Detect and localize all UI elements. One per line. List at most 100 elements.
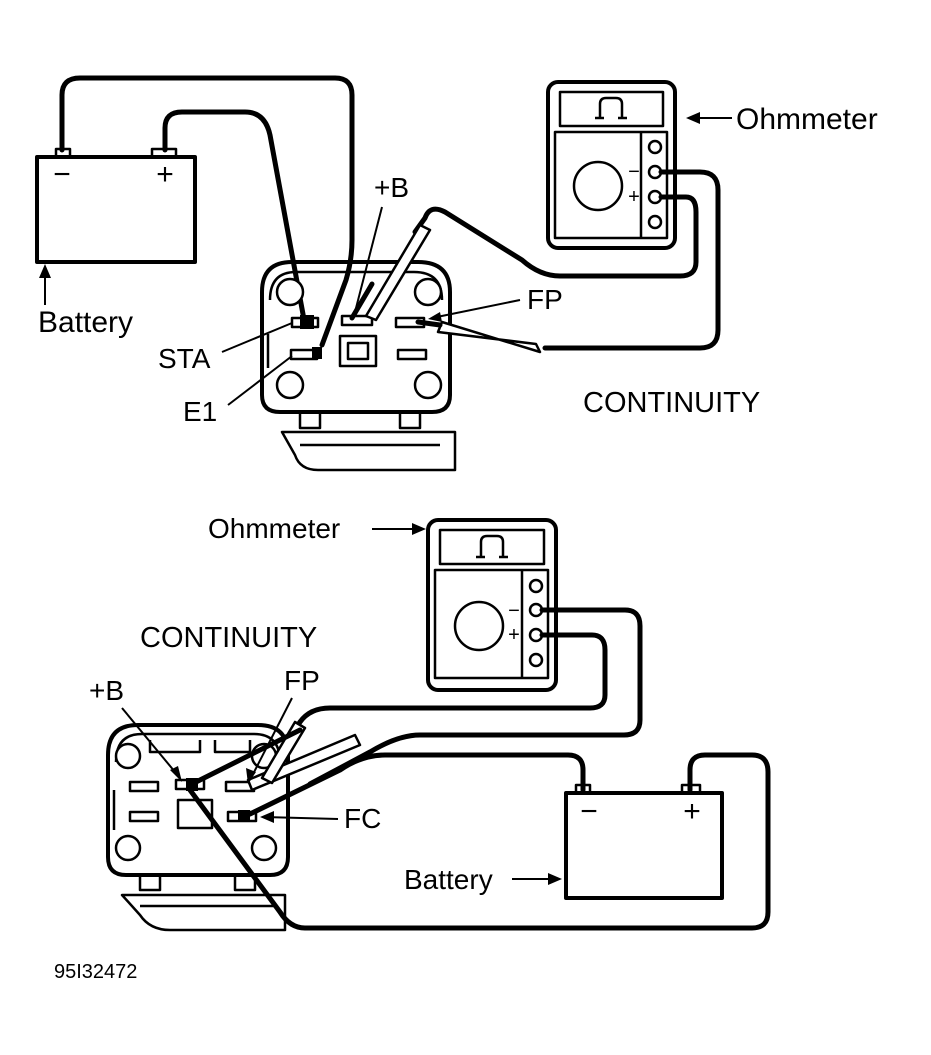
leader-fp: [431, 299, 521, 319]
figure-id: 95I32472: [54, 961, 137, 983]
ohmmeter-panel: [433, 568, 550, 680]
terminal-left-upper: [128, 780, 160, 793]
lead-meter-negative: [542, 169, 721, 351]
relay-body: [106, 723, 290, 877]
relay-feet: [298, 412, 422, 430]
probe-positive: [260, 720, 307, 785]
relay-top-ribs: [148, 740, 252, 754]
terminal-label-sta: STA: [158, 343, 211, 374]
probe-negative: [436, 320, 542, 354]
battery-body: [35, 155, 197, 264]
wire-battery-negative: [247, 752, 586, 817]
top-battery: − + Battery: [35, 147, 197, 339]
top-ohmmeter: − + Ohmmeter: [546, 80, 878, 250]
battery-plus-sign: +: [683, 795, 701, 828]
relay-center-key: [338, 334, 378, 368]
probe-positive: [364, 223, 432, 322]
ohmmeter-case: [546, 80, 677, 250]
leader-e1: [227, 355, 293, 406]
arrow-head-icon: [39, 264, 51, 278]
ohm-symbol-icon: [479, 534, 505, 557]
wire-battery-positive: [187, 752, 771, 931]
wire-battery-positive: [162, 109, 308, 328]
arrow-head-icon: [428, 312, 442, 322]
meter-plus-sign: +: [508, 624, 520, 646]
battery-body: [564, 791, 724, 900]
ohmmeter-label: Ohmmeter: [208, 513, 340, 544]
relay-feet: [138, 875, 257, 892]
terminal-label-b: +B: [374, 172, 409, 203]
top-relay: [260, 260, 457, 472]
relay-bracket: [120, 893, 287, 932]
relay-mount-hole: [275, 370, 305, 400]
ohmmeter-jack: [528, 578, 544, 594]
ohmmeter-dial: [453, 600, 505, 652]
relay-center-key-inner: [346, 341, 370, 361]
ohm-symbol-icon: [598, 96, 624, 118]
bottom-test-setup: − + Ohmmeter CONTINUITY: [89, 513, 771, 932]
relay-mount-hole: [275, 277, 305, 307]
ohmmeter-jack: [647, 214, 663, 230]
lead-meter-positive: [412, 194, 699, 279]
battery-minus-sign: −: [53, 158, 71, 191]
probe-positive-tip: [349, 281, 375, 321]
relay-bracket: [280, 430, 457, 472]
leader-b: [354, 206, 383, 313]
relay-mount-hole: [114, 742, 142, 770]
lead-meter-negative: [307, 607, 643, 787]
relay-mount-hole: [413, 277, 443, 307]
arrow-head-icon: [686, 112, 700, 124]
battery-negative-post: [574, 783, 592, 793]
lead-to-b-terminal: [189, 727, 303, 787]
ohmmeter-display: [558, 90, 665, 128]
arrow-head-icon: [246, 768, 256, 784]
top-test-setup: − + Battery: [35, 75, 878, 472]
relay-mount-hole: [250, 834, 278, 862]
arrow-head-icon: [170, 766, 182, 782]
bottom-battery: − + Battery: [404, 783, 724, 900]
arrow-head-icon: [260, 811, 274, 823]
leader-sta: [221, 322, 293, 353]
terminal-left-lower: [128, 810, 160, 823]
ohmmeter-jack: [647, 139, 663, 155]
bottom-ohmmeter: − + Ohmmeter: [208, 513, 558, 692]
clip-on-e1: [312, 347, 322, 359]
battery-minus-sign: −: [580, 795, 598, 828]
leader-fc: [263, 816, 339, 820]
terminal-label-b: +B: [89, 675, 124, 706]
battery-plus-sign: +: [156, 158, 174, 191]
terminal-label-fc: FC: [344, 803, 381, 834]
ohmmeter-jack: [528, 652, 544, 668]
meter-minus-sign: −: [628, 161, 640, 183]
relay-mount-hole: [413, 370, 443, 400]
arrow-head-icon: [412, 523, 426, 535]
relay-mount-hole: [114, 834, 142, 862]
lead-meter-positive: [279, 632, 608, 751]
battery-positive-post: [680, 783, 702, 793]
terminal-unused: [396, 348, 428, 361]
ohmmeter-panel: [553, 130, 669, 240]
wire-battery-negative: [59, 75, 355, 348]
terminal-label-e1: E1: [183, 396, 217, 427]
arrow-head-icon: [548, 873, 562, 885]
terminal-b: [340, 314, 374, 327]
ohmmeter-case: [426, 518, 558, 692]
clip-on-fc: [238, 810, 250, 822]
bottom-result-label: CONTINUITY: [140, 622, 317, 654]
leader-b: [121, 707, 181, 779]
ohmmeter-dial: [572, 160, 624, 212]
battery-label: Battery: [38, 306, 133, 339]
bottom-relay: [106, 723, 290, 932]
leader-fp: [249, 697, 293, 781]
ohmmeter-label: Ohmmeter: [736, 103, 878, 136]
relay-body: [260, 260, 452, 414]
probe-negative-tip: [415, 319, 443, 328]
meter-minus-sign: −: [508, 600, 520, 622]
top-result-label: CONTINUITY: [583, 387, 760, 419]
battery-label: Battery: [404, 864, 493, 895]
clip-on-sta: [300, 315, 314, 329]
terminal-label-fp: FP: [527, 284, 563, 315]
ohmmeter-display: [438, 528, 546, 566]
meter-plus-sign: +: [628, 186, 640, 208]
